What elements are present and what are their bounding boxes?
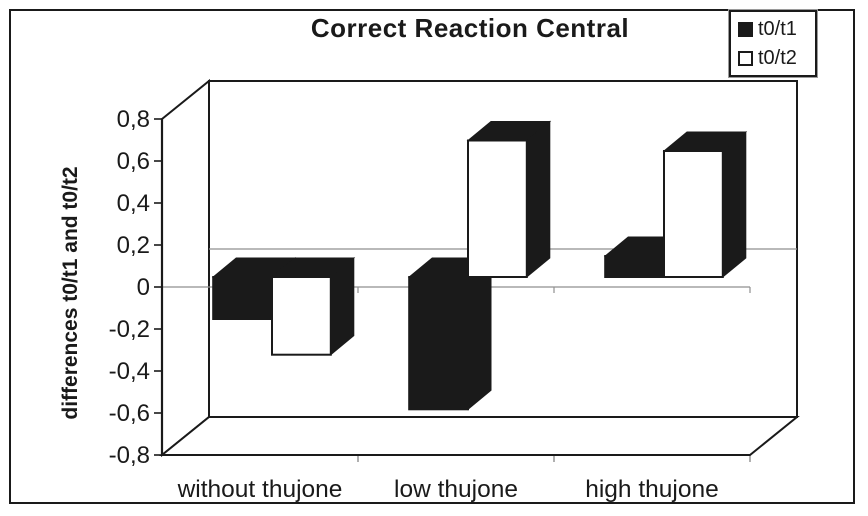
y-tick-label-0-6: -0,6: [109, 400, 150, 427]
legend-item-t0-t1: t0/t1: [738, 19, 809, 39]
y-tick-label-0-6: 0,6: [117, 148, 150, 175]
bar-t0-t2-without-thujone: [271, 276, 332, 356]
y-tick-label-0: 0: [137, 274, 150, 301]
legend-item-t0-t2: t0/t2: [738, 48, 809, 68]
legend-swatch-open-square-icon: [738, 50, 753, 66]
chart-frame-border: [9, 9, 855, 504]
legend-label-t0-t1: t0/t1: [758, 18, 797, 40]
legend: t0/t1 t0/t2: [728, 9, 818, 78]
bar-t0-t2-low-thujone-side-face: [526, 120, 551, 279]
y-tick-label-0-4: -0,4: [109, 358, 150, 385]
bar-t0-t1-low-thujone: [408, 276, 470, 411]
category-label-low-thujone: low thujone: [394, 476, 518, 503]
side-wall: [161, 78, 210, 458]
bar-t0-t1-without-thujone: [212, 276, 273, 320]
legend-swatch-filled-square-icon: [738, 21, 753, 37]
floor: [159, 416, 800, 456]
y-tick-label-0-8: 0,8: [117, 106, 150, 133]
category-label-without-thujone: without thujone: [177, 476, 343, 503]
category-label-high-thujone: high thujone: [585, 476, 719, 503]
y-tick-label-0-2: 0,2: [117, 232, 150, 259]
bar-t0-t2-high-thujone-side-face: [722, 130, 747, 279]
bar-t0-t2-high-thujone: [663, 150, 724, 278]
bar-t0-t1-high-thujone: [604, 255, 666, 278]
y-tick-label-0-8: -0,8: [109, 442, 150, 469]
bar-t0-t2-low-thujone: [467, 139, 528, 278]
bar-t0-t1-low-thujone-side-face: [467, 256, 492, 411]
y-tick-label-0-2: -0,2: [109, 316, 150, 343]
legend-label-t0-t2: t0/t2: [758, 47, 797, 69]
chart-title: Correct Reaction Central: [310, 13, 630, 43]
y-tick-label-0-4: 0,4: [117, 190, 150, 217]
